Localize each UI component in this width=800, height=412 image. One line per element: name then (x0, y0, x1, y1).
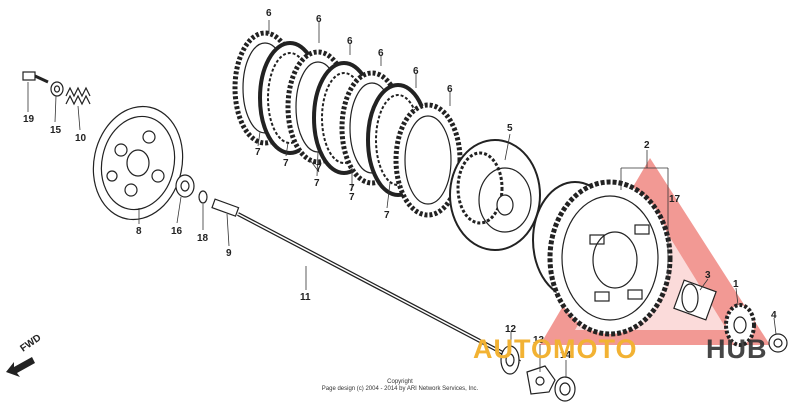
part-label-13: 13 (533, 335, 545, 346)
lifter-rod-9 (211, 198, 240, 217)
part-label-12: 12 (505, 324, 517, 335)
part-label-7g: 7 (349, 183, 355, 194)
part-label-2: 2 (644, 140, 650, 151)
part-label-6f: 6 (447, 84, 453, 95)
part-label-11: 11 (300, 292, 311, 303)
forward-arrow-icon (6, 357, 35, 377)
part-label-7f: 7 (316, 163, 322, 174)
collar-3 (673, 279, 717, 321)
part-label-15: 15 (50, 125, 62, 136)
part-label-6e: 6 (413, 66, 419, 77)
part-label-18: 18 (197, 233, 209, 244)
watermark-text-automoto: AUTOMOTO (473, 334, 638, 364)
part-label-6c: 6 (347, 36, 353, 47)
part-label-7c: 7 (314, 178, 320, 189)
clutch-plate-stack (232, 30, 463, 218)
washer-12 (500, 345, 520, 375)
part-label-1: 1 (733, 279, 739, 290)
part-label-9: 9 (226, 248, 232, 259)
part-label-19: 19 (23, 114, 35, 125)
clutch-outer-2 (532, 179, 673, 337)
part-label-6a: 6 (266, 8, 272, 19)
fwd-label: FWD (18, 332, 43, 354)
part-label-10: 10 (75, 133, 87, 144)
part-label-7d: 7 (349, 192, 355, 203)
part-label-16: 16 (171, 226, 183, 237)
clip-18 (198, 190, 208, 204)
part-label-7e: 7 (384, 210, 390, 221)
part-label-6b: 6 (316, 14, 322, 25)
part-label-8: 8 (136, 226, 142, 237)
lock-plate-13 (526, 365, 556, 395)
copyright-line-2: Page design (c) 2004 - 2014 by ARI Netwo… (321, 386, 479, 392)
copyright-line-1: Copyright (387, 379, 413, 385)
leader-lines (27, 20, 777, 378)
part-label-17: 17 (669, 194, 681, 205)
gear-1 (724, 303, 756, 347)
pushrod-shaft (237, 212, 521, 364)
bolt-19 (22, 71, 49, 84)
pressure-plate-8 (92, 105, 184, 221)
part-label-4: 4 (771, 310, 777, 321)
part-label-7b: 7 (283, 158, 289, 169)
part-label-6d: 6 (378, 48, 384, 59)
bearing-16 (175, 174, 195, 198)
part-label-7a: 7 (255, 147, 261, 158)
part-number-labels: 19 15 10 8 16 18 9 11 6 6 6 6 6 6 7 7 7 … (23, 8, 777, 361)
part-label-14: 14 (560, 350, 572, 361)
watermark-text-hub: HUB (706, 334, 768, 364)
part-label-5: 5 (507, 123, 513, 134)
nut-4 (768, 333, 788, 353)
spring-10 (65, 86, 91, 106)
part-label-3: 3 (705, 270, 711, 281)
washer-14 (554, 376, 576, 402)
clutch-center-5 (449, 139, 541, 251)
washer-15 (50, 81, 64, 97)
